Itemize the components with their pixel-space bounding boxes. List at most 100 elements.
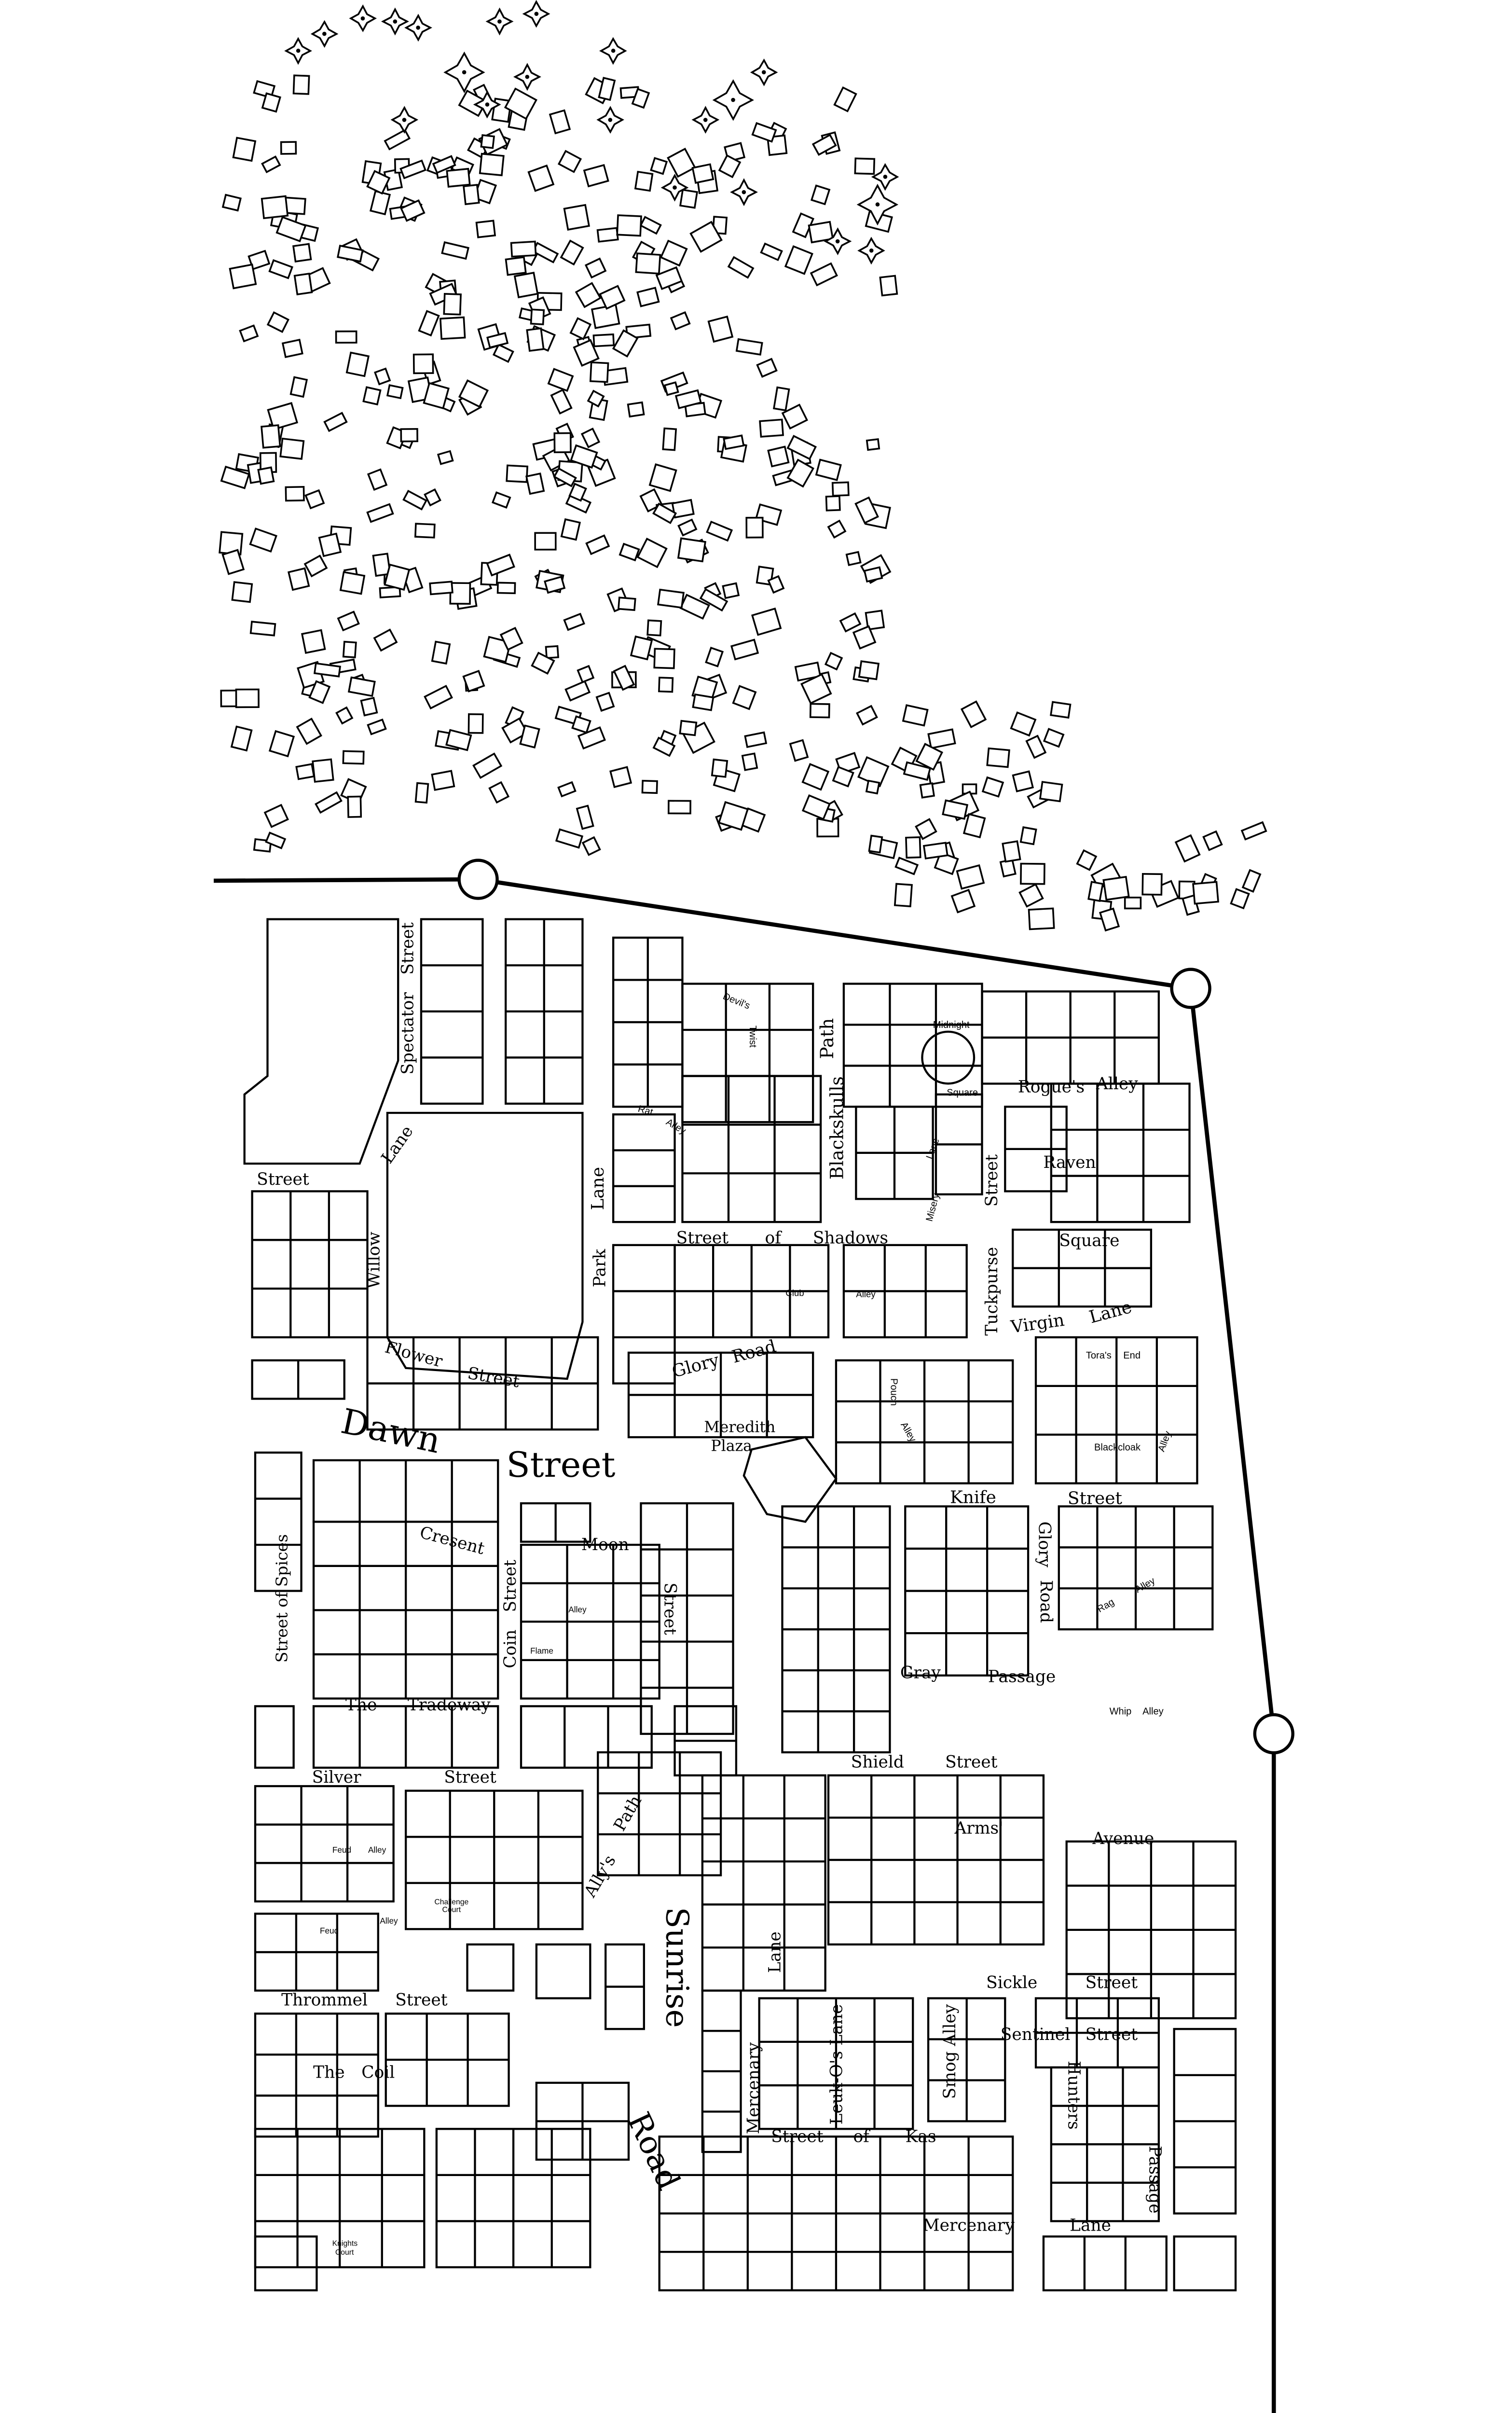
outskirt-building: [339, 571, 366, 595]
street-label: Challenge: [434, 1898, 468, 1906]
outskirt-building: [369, 190, 391, 216]
outskirt-building: [854, 496, 879, 524]
outskirt-building: [553, 467, 577, 487]
outskirt-building: [636, 538, 668, 569]
street-label: Rag: [1095, 1596, 1116, 1614]
street-label: Tradeway: [408, 1695, 491, 1715]
street-label: Knights: [332, 2239, 357, 2247]
outskirt-building: [462, 670, 485, 693]
outskirt-building: [833, 86, 857, 112]
street-label: Street: [660, 1582, 679, 1635]
outskirt-building: [674, 389, 702, 409]
outskirt-building: [1018, 883, 1044, 908]
outskirt-building: [479, 153, 505, 177]
city-block: [466, 1943, 515, 1992]
outskirt-building: [437, 450, 454, 465]
star-center-dot: [835, 239, 840, 244]
open-ground: [386, 1111, 584, 1380]
star-center-dot: [875, 202, 880, 207]
street-label: Coin: [501, 1630, 520, 1668]
outskirt-building: [275, 216, 307, 243]
street-label: Street: [466, 1363, 521, 1391]
street-label: Arms': [954, 1819, 1003, 1838]
outskirt-building: [506, 464, 528, 483]
outskirt-building: [767, 445, 790, 468]
street-label: Misery: [924, 1193, 942, 1223]
outskirt-building: [981, 776, 1004, 798]
street-label: Rogue's: [1018, 1078, 1085, 1097]
outskirt-building: [560, 239, 584, 266]
street-label: Lane: [766, 1931, 785, 1973]
outskirt-building: [289, 376, 308, 398]
outskirt-building: [510, 240, 537, 258]
street-label: Avenue: [1092, 1829, 1154, 1848]
street-label: Road: [730, 1336, 778, 1367]
outskirt-building: [1039, 781, 1063, 803]
outskirt-building: [399, 199, 426, 222]
outskirt-building: [815, 458, 842, 481]
street-label: Lane: [924, 1137, 942, 1161]
city-block: [1173, 2235, 1237, 2291]
outskirt-building: [962, 813, 986, 839]
outskirt-building: [373, 367, 391, 386]
street-label: Virgin: [1009, 1310, 1066, 1337]
street-label: Lane: [1070, 2216, 1111, 2235]
outskirt-building: [784, 245, 813, 275]
city-block: [520, 1543, 660, 1700]
street-label: Alley: [856, 1289, 876, 1299]
outskirt-building: [577, 726, 606, 750]
outskirt-building: [1049, 701, 1072, 719]
star-center-dot: [393, 19, 398, 24]
outskirt-building: [934, 851, 959, 875]
street-label: Road: [1036, 1580, 1056, 1623]
outskirt-building: [362, 386, 382, 406]
street-label: Path: [816, 1018, 838, 1059]
outskirt-building: [496, 582, 516, 595]
outskirt-building: [1087, 881, 1104, 902]
outskirt-building: [560, 518, 581, 541]
outskirt-building: [735, 338, 763, 356]
outskirt-building: [893, 883, 913, 907]
outskirt-building: [249, 527, 277, 553]
city-block: [612, 1113, 676, 1223]
city-block: [366, 1336, 599, 1431]
outskirt-building: [585, 534, 610, 555]
outskirt-building: [613, 665, 635, 691]
outskirt-building: [384, 563, 411, 591]
street-label: The: [313, 2063, 345, 2082]
star-center-dot: [883, 174, 888, 179]
outskirt-building: [707, 315, 734, 343]
street-label: Club: [785, 1288, 804, 1298]
outskirt-building: [705, 647, 724, 667]
outskirt-building: [630, 635, 653, 661]
outskirt-building: [666, 147, 696, 178]
street-label: Alley: [1096, 1074, 1138, 1094]
city-block: [251, 1190, 369, 1339]
street-label: Thrommel: [281, 1990, 368, 2010]
outskirt-building: [423, 488, 441, 507]
outskirt-building: [303, 555, 328, 578]
outskirt-building: [1230, 888, 1250, 910]
outskirt-building: [525, 472, 545, 495]
outskirt-building: [550, 388, 573, 415]
outskirt-building: [631, 88, 650, 109]
street-label: Passage: [1145, 2146, 1164, 2213]
outskirt-building: [1099, 907, 1120, 932]
outskirt-building: [486, 332, 509, 349]
outskirt-building: [827, 519, 847, 539]
outskirt-building: [865, 610, 885, 631]
outskirt-building: [831, 481, 850, 497]
street-label: of: [853, 2127, 870, 2147]
street-label: Knife: [950, 1487, 996, 1507]
outskirt-buildings: [219, 0, 1267, 932]
street-label: Blackcloak: [1094, 1442, 1141, 1453]
outskirt-building: [1202, 830, 1223, 851]
outskirt-building: [811, 134, 837, 156]
outskirt-building: [314, 791, 343, 814]
outskirt-building: [563, 612, 585, 631]
outskirt-building: [894, 857, 919, 875]
star-center-dot: [296, 48, 301, 53]
star-center-dot: [761, 70, 766, 75]
street-label: Smog Alley: [940, 2004, 960, 2099]
outskirt-building: [854, 157, 876, 175]
